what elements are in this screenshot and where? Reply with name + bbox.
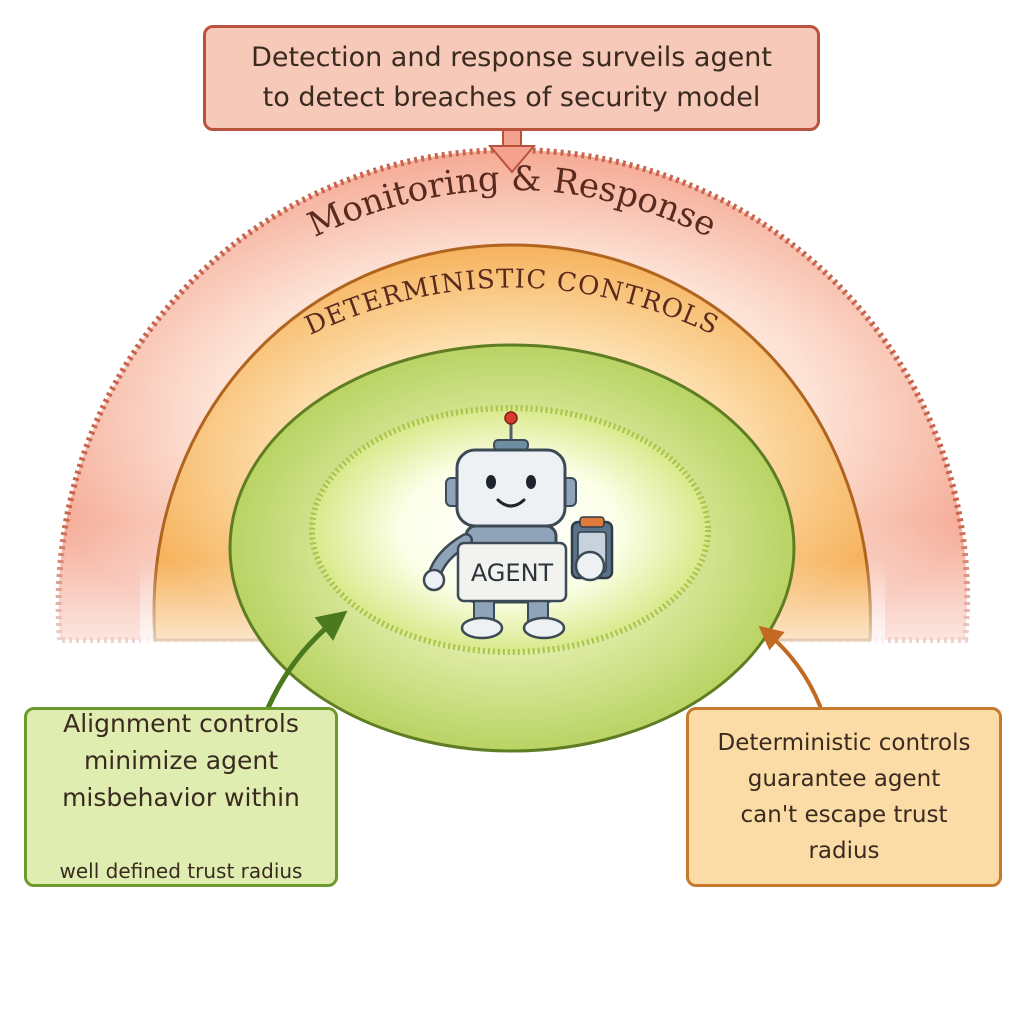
alignment-controls-text: Alignment controls minimize agent misbeh… — [62, 708, 300, 812]
deterministic-controls-callout: Deterministic controls guarantee agent c… — [686, 707, 1002, 887]
arrow-up-left-icon — [758, 625, 822, 708]
detection-response-callout: Detection and response surveils agent to… — [203, 25, 820, 131]
deterministic-controls-text: Deterministic controls guarantee agent c… — [717, 730, 971, 864]
detection-response-text: Detection and response surveils agent to… — [251, 42, 772, 113]
alignment-controls-callout: Alignment controls minimize agent misbeh… — [24, 707, 338, 887]
agent-badge-label: AGENT — [471, 559, 554, 587]
clipboard-icon — [570, 516, 614, 582]
arrow-up-right-icon — [265, 610, 348, 711]
robot-icon — [422, 411, 577, 640]
alignment-controls-text-last: well defined trust radius — [59, 858, 303, 883]
